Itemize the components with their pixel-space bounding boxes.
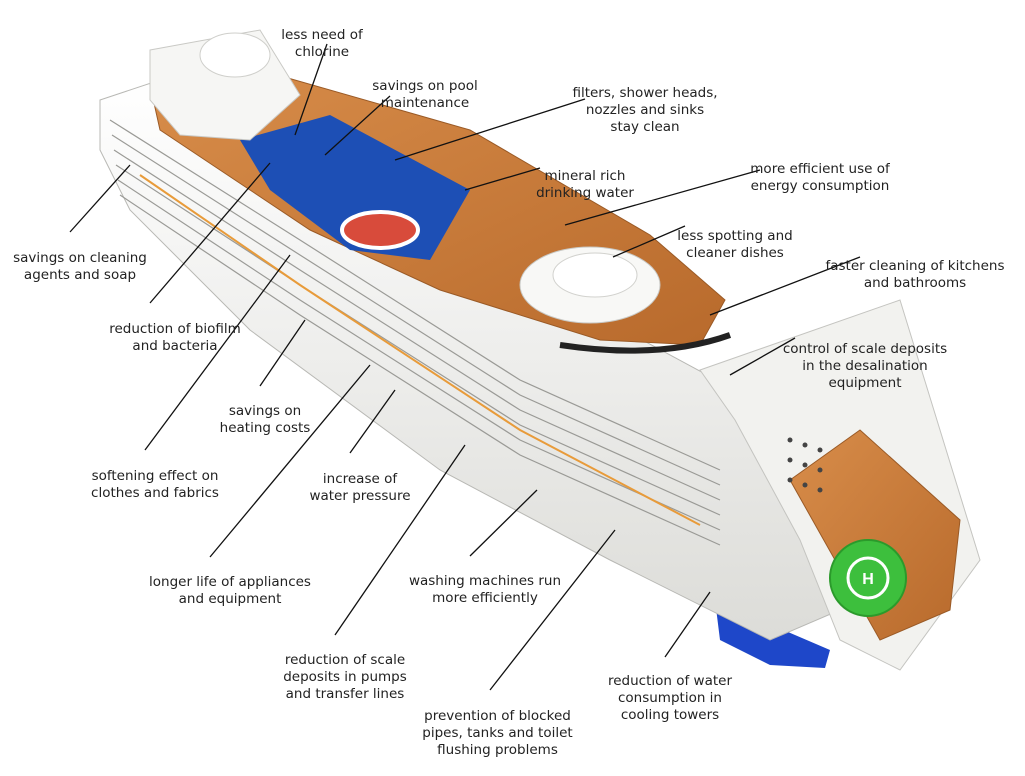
leader-line-washing <box>470 490 537 556</box>
leader-line-cleaning <box>70 165 130 232</box>
leader-line-biofilm <box>150 163 270 303</box>
leader-line-pressure <box>350 390 395 453</box>
leader-line-heating <box>260 320 305 386</box>
leader-line-cooling <box>665 592 710 657</box>
